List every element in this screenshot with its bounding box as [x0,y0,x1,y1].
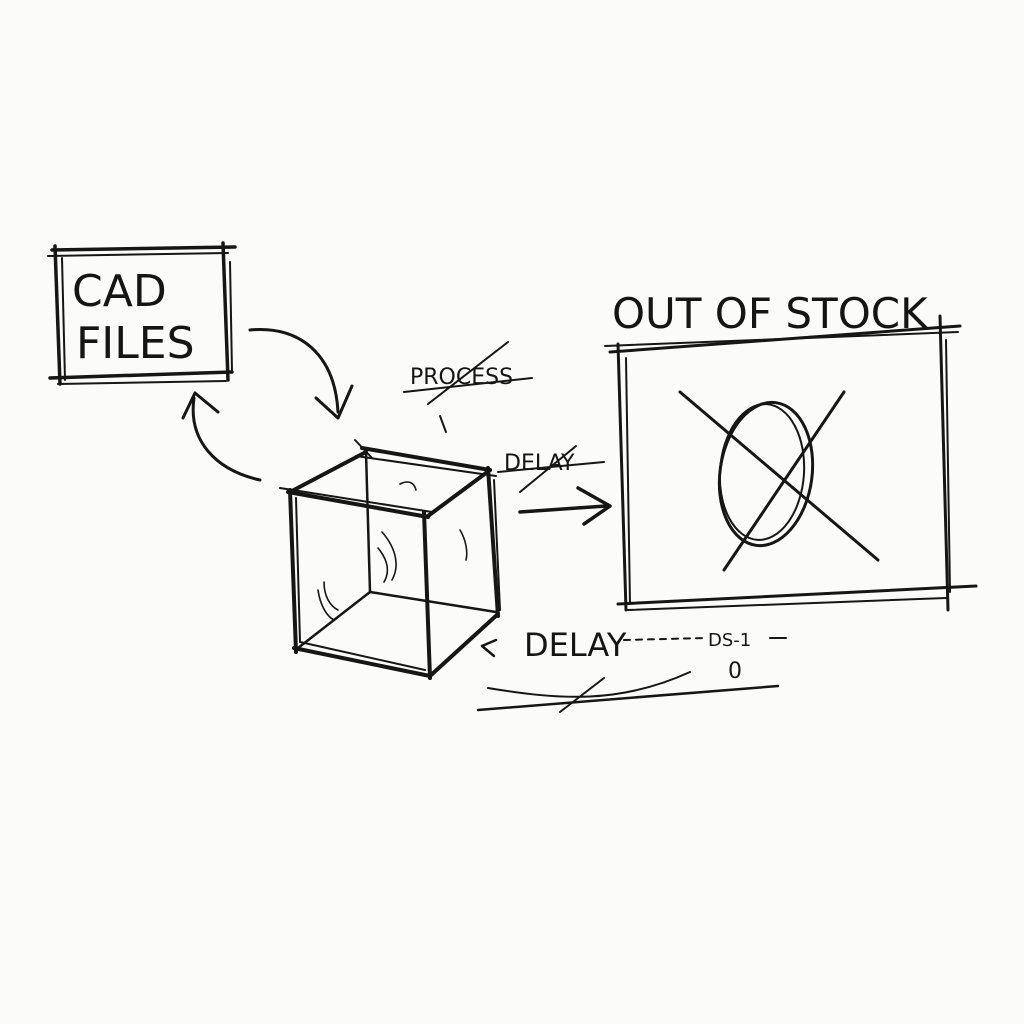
arrow-cube-to-stock [518,486,612,526]
delay-top-label: DELAY [504,451,575,476]
process-note: PROCESS [403,341,533,433]
cad-files-label-line2: FILES [76,318,195,369]
delay-bottom-label: DELAY [524,626,627,664]
delay-top-note: DELAY [497,445,605,493]
cad-files-box: CAD FILES [47,241,237,386]
dimension-zero: 0 [728,659,742,684]
arrow-cube-to-cad [181,391,262,482]
delay-bottom-note: DELAY DS-1 0 [476,626,787,713]
dimension-note: DS-1 [708,630,751,651]
out-of-stock-box [616,314,978,612]
out-of-stock-heading: OUT OF STOCK [604,289,962,354]
cube-sketch [279,439,501,680]
out-of-stock-label: OUT OF STOCK [612,289,929,338]
cad-files-label-line1: CAD [72,266,167,317]
arrow-cad-to-cube [248,327,354,420]
